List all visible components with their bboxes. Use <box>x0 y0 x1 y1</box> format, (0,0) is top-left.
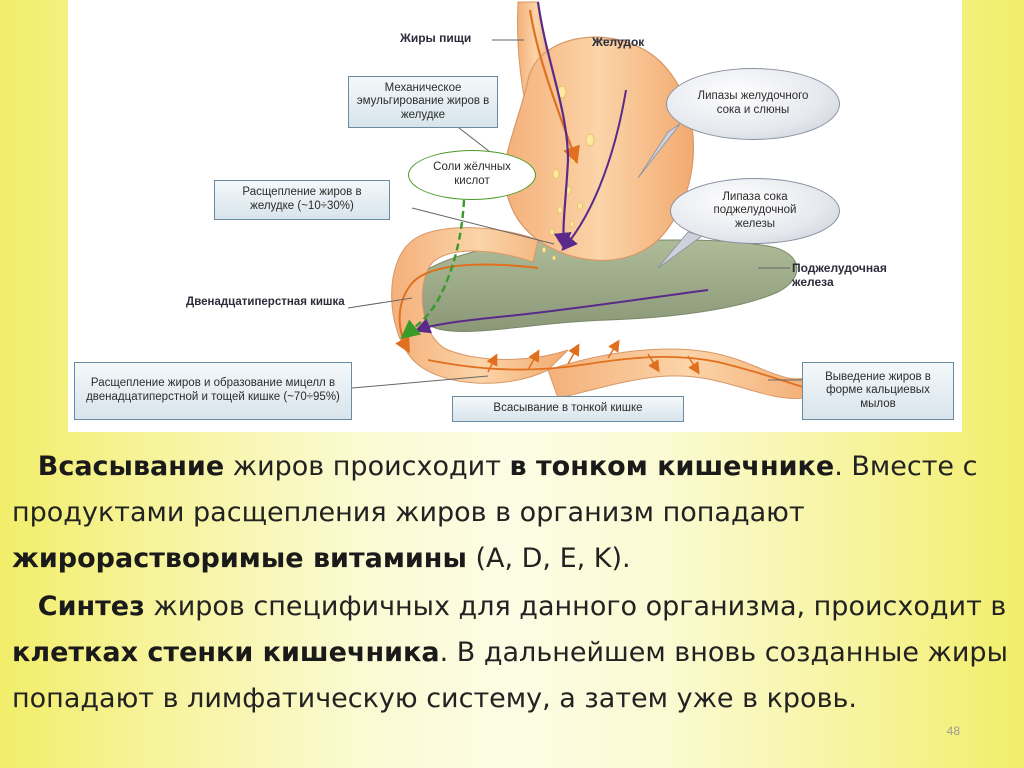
micelle-formation-box: Расщепление жиров и образование мицелл в… <box>74 362 352 420</box>
small-intestine-absorption-box: Всасывание в тонкой кишке <box>452 396 684 422</box>
stomach-shape <box>505 37 694 260</box>
page-number: 48 <box>947 724 960 738</box>
mech-emulsification-box: Механическое эмульгирование жиров в желу… <box>348 76 498 128</box>
fat-soluble-vitamins-term: жирорастворимые витамины <box>12 543 467 574</box>
excretion-box: Выведение жиров в форме кальциевых мылов <box>802 362 954 420</box>
absorption-paragraph: Всасывание жиров происходит в тонком киш… <box>12 444 1012 582</box>
stomach-label: Желудок <box>592 36 644 50</box>
stomach-breakdown-box: Расщепление жиров в желудке (~10÷30%) <box>214 180 390 220</box>
duodenum-label: Двенадцатиперстная кишка <box>186 296 356 309</box>
pancreatic-lipase-oval: Липаза сока поджелудочной железы <box>670 178 840 244</box>
small-intestine-term: в тонком кишечнике <box>510 451 835 482</box>
bile-salts-oval: Соли жёлчных кислот <box>408 150 536 200</box>
synthesis-term: Синтез <box>38 591 145 622</box>
absorption-text-3: (A, D, E, K). <box>467 543 631 574</box>
intestinal-wall-cells-term: клетках стенки кишечника <box>12 637 440 668</box>
synthesis-paragraph: Синтез жиров специфичных для данного орг… <box>12 584 1012 722</box>
absorption-text-1: жиров происходит <box>224 451 509 482</box>
digestion-diagram: Жиры пищи Желудок Поджелудочная железа Д… <box>68 0 962 432</box>
absorption-term: Всасывание <box>38 451 224 482</box>
pancreas-label: Поджелудочная железа <box>792 262 902 290</box>
gastric-lipases-oval: Липазы желудочного сока и слюны <box>666 68 840 140</box>
synthesis-text-1: жиров специфичных для данного организма,… <box>145 591 1007 622</box>
dietary-fats-label: Жиры пищи <box>400 32 471 46</box>
